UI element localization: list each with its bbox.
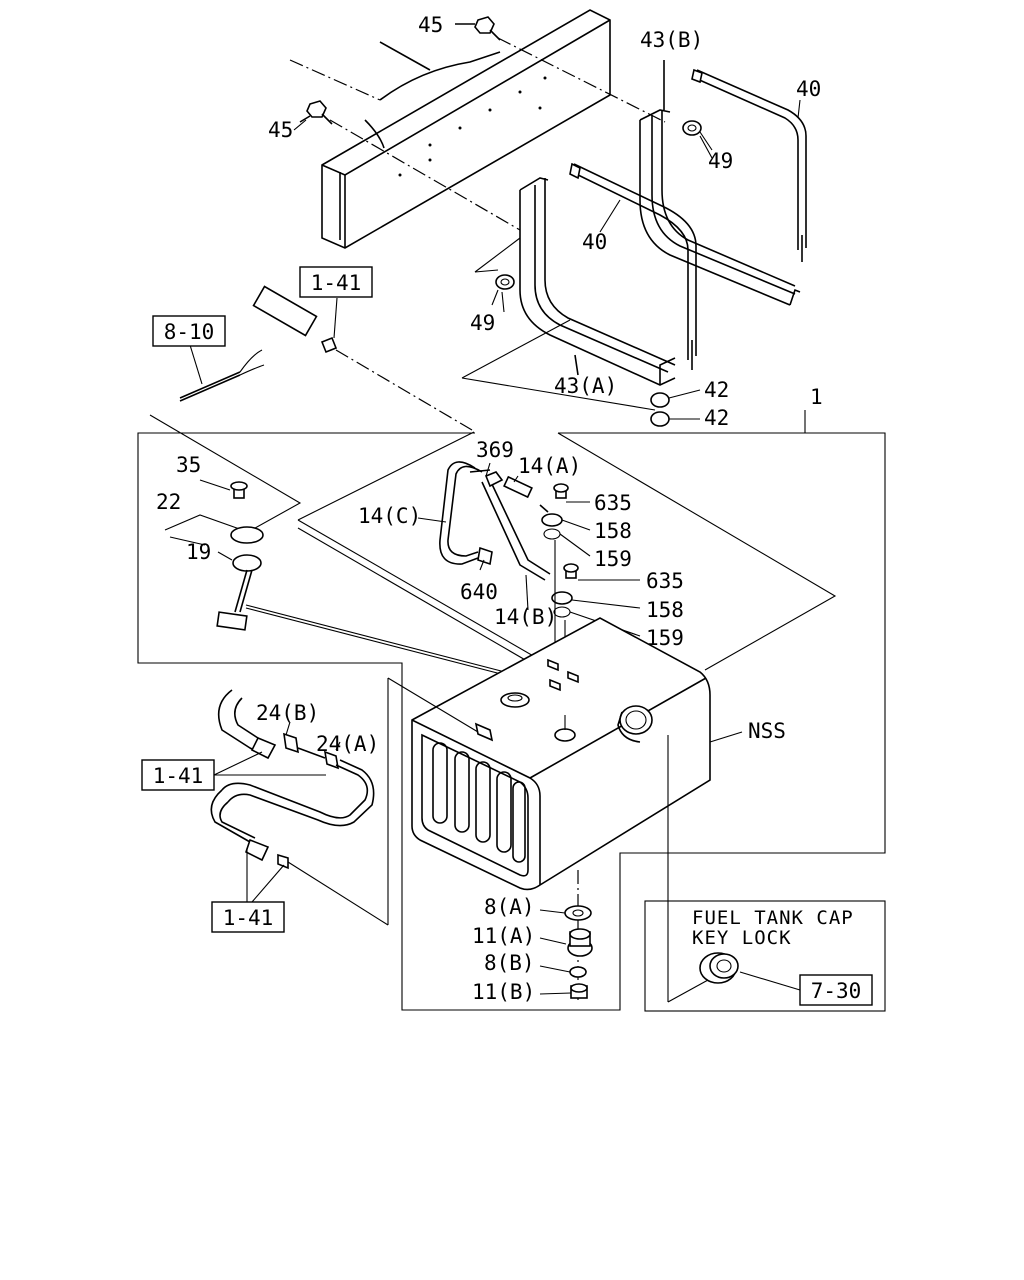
label-40-mid: 40 [582,230,607,254]
fuel-hoses [417,461,551,581]
label-158-a: 158 [594,519,632,543]
rail-holes [398,76,547,177]
bolt-45-top [455,16,501,41]
label-640: 640 [460,580,498,604]
label-635-a: 635 [594,491,632,515]
nut-49-left [491,274,515,306]
harness-8-10 [179,344,265,402]
clamp-set-upper [539,483,591,557]
ref-box-1-41-bottom [211,901,285,933]
label-nss: NSS [748,719,786,743]
ref-1-41-mid: 1-41 [153,764,204,788]
label-49-left: 49 [470,311,495,335]
callout-labels: 45 45 43(B) 40 49 40 49 43(A) 42 42 1 36… [156,13,823,1004]
label-24a: 24(A) [316,732,379,756]
ref-box-8-10 [152,315,226,347]
ref-box-1-41-top [299,266,373,298]
label-14a: 14(A) [518,454,581,478]
label-42-b: 42 [704,406,729,430]
label-369: 369 [476,438,514,462]
hoses-24 [210,689,375,870]
fuel-gauge-unit [199,479,264,631]
note-line-1: FUEL TANK CAP [692,907,854,929]
bracket-43a [519,177,676,386]
label-45-top: 45 [418,13,443,37]
leader-lines [293,99,801,611]
filler-neck [617,705,653,743]
ref-7-30: 7-30 [811,979,862,1003]
ref-1-41-bottom: 1-41 [223,906,274,930]
ref-box-1-41-mid [141,759,215,791]
strap-40-left [569,162,697,370]
fuel-tank [411,617,711,891]
label-8b: 8(B) [484,951,535,975]
strap-40-right [691,68,807,262]
ref-1-41-top: 1-41 [311,271,362,295]
label-43b: 43(B) [640,28,703,52]
nuts-42 [650,389,701,427]
note-line-2: KEY LOCK [692,927,792,949]
ref-box-7-30 [799,974,873,1006]
tank-ribs [432,742,526,863]
ref-8-10: 8-10 [164,320,215,344]
hose-top [252,285,338,354]
bolt-45-left [299,100,333,125]
nut-49-right [682,120,713,151]
label-159-a: 159 [594,547,632,571]
clamp-set-lower [551,563,641,637]
label-11a: 11(A) [472,924,535,948]
label-42-a: 42 [704,378,729,402]
label-159-b: 159 [646,626,684,650]
frame-rail [321,9,611,249]
label-22: 22 [156,490,181,514]
label-35: 35 [176,453,201,477]
drain-parts [539,905,593,999]
label-8a: 8(A) [484,895,535,919]
bracket-43b [639,60,801,306]
label-19: 19 [186,540,211,564]
label-158-b: 158 [646,598,684,622]
label-49-right: 49 [708,149,733,173]
label-40-right: 40 [796,77,821,101]
cap-key-lock [699,952,801,991]
label-11b: 11(B) [472,980,535,1004]
label-14c: 14(C) [358,504,421,528]
label-635-b: 635 [646,569,684,593]
label-45-left: 45 [268,118,293,142]
cap-lock-panel [644,900,886,1012]
label-14b: 14(B) [494,605,557,629]
label-24b: 24(B) [256,701,319,725]
label-1: 1 [810,385,823,409]
label-43a: 43(A) [554,374,617,398]
